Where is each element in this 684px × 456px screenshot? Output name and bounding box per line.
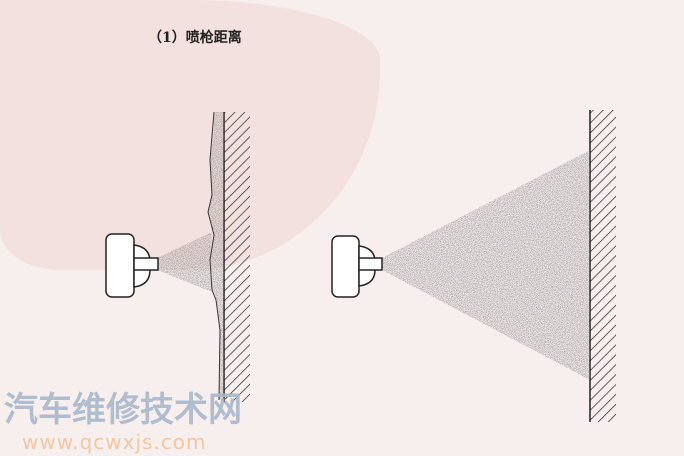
- watermark-text: 汽车维修技术网: [4, 390, 242, 430]
- spray-gun-left-icon: [105, 233, 159, 298]
- close-distance-example: [105, 111, 250, 402]
- wall-left: [224, 112, 250, 402]
- diagram-title: （1）喷枪距离: [148, 30, 242, 46]
- spray-cone-wide: [382, 150, 590, 380]
- watermark-url: www.qcwxjs.com: [22, 430, 207, 454]
- spray-cone-short: [157, 232, 212, 292]
- wall-right: [590, 110, 616, 422]
- correct-distance-example: [331, 110, 616, 422]
- spray-gun-right-icon: [331, 235, 383, 298]
